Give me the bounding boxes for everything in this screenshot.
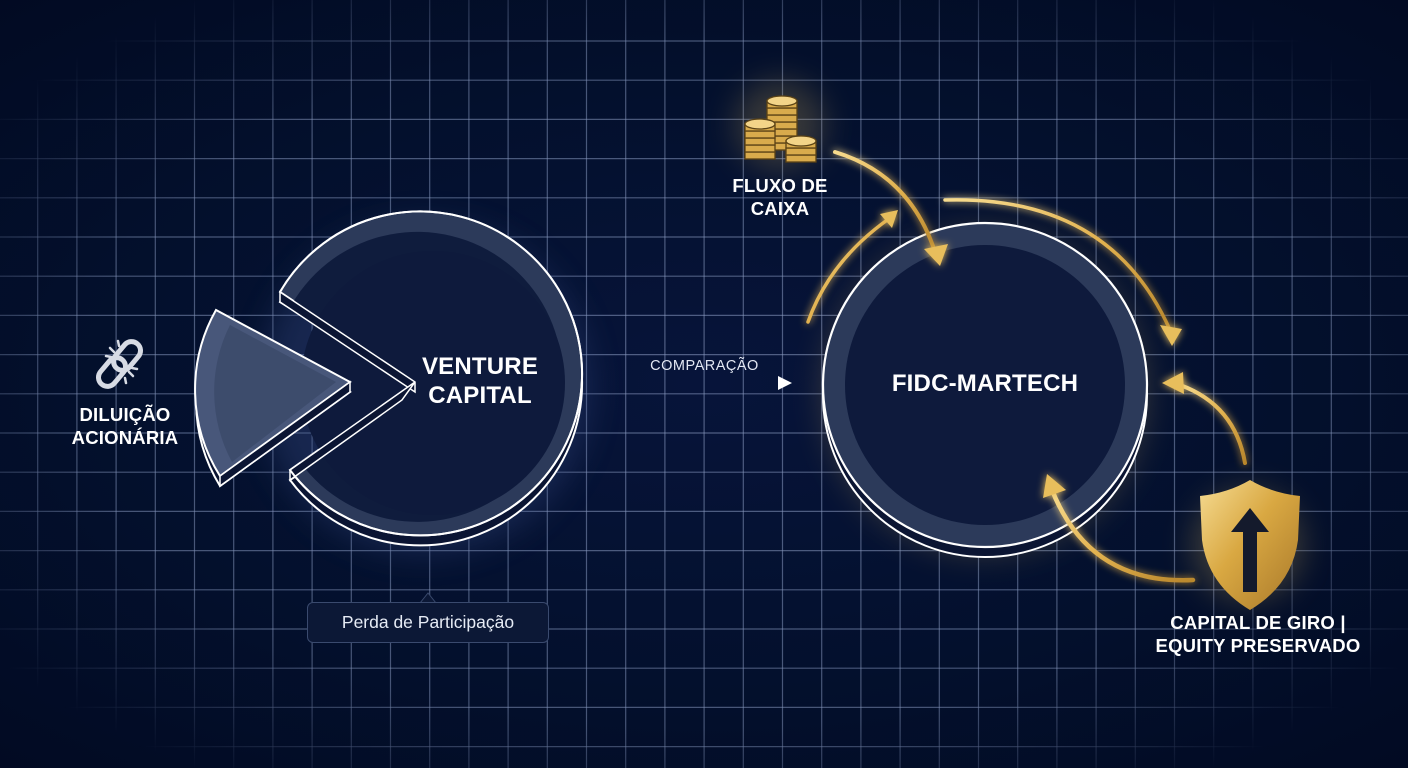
dilution-line2: ACIONÁRIA <box>71 426 179 448</box>
working-capital-label: CAPITAL DE GIRO | EQUITY PRESERVADO <box>1138 612 1378 657</box>
dilution-line1: DILUIÇÃO <box>79 404 171 425</box>
cash-flow-label: FLUXO DE CAIXA <box>715 175 845 220</box>
shield-arrow-up-icon <box>1193 480 1303 610</box>
coin-stacks-icon <box>735 80 825 170</box>
callout-text: Perda de Participação <box>341 612 515 632</box>
comparison-label: COMPARAÇÃO <box>650 358 759 374</box>
fidc-martech-title: FIDC-MARTECH <box>891 370 1079 397</box>
venture-capital-title: VENTURE CAPITAL <box>405 352 555 411</box>
cash-flow-arrows <box>806 150 1247 583</box>
broken-chain-icon <box>96 339 143 389</box>
dilution-label: DILUIÇÃO ACIONÁRIA <box>50 404 200 449</box>
vc-title-line1: VENTURE <box>421 353 539 380</box>
cash-flow-line2: CAIXA <box>750 197 810 219</box>
venture-capital-node <box>194 210 590 553</box>
callout-pointer <box>419 592 437 604</box>
working-capital-line2: EQUITY PRESERVADO <box>1155 634 1361 656</box>
comparison-arrow <box>615 376 792 390</box>
working-capital-line1: CAPITAL DE GIRO | <box>1170 612 1346 633</box>
cash-flow-line1: FLUXO DE <box>732 175 828 196</box>
vc-title-line2: CAPITAL <box>428 382 532 410</box>
arrow-heads <box>880 210 1184 498</box>
fidc-martech-node <box>821 221 1149 558</box>
ownership-loss-callout: Perda de Participação <box>307 602 549 643</box>
